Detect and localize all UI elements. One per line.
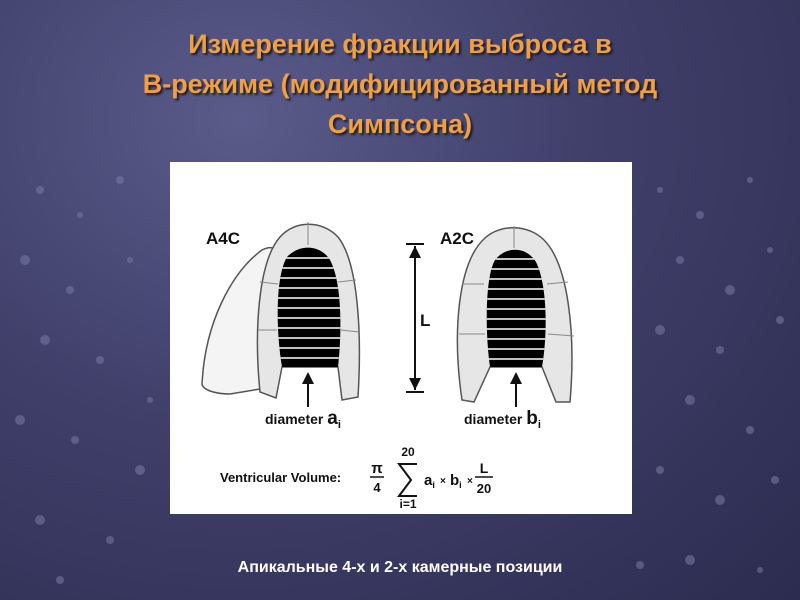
formula-upper-limit: 20 [401,445,415,459]
formula-twenty: 20 [477,481,491,496]
formula-four: 4 [373,480,381,495]
formula-lower-limit: i=1 [399,497,416,511]
a2c-arrowhead [510,372,522,384]
slide-title-line-3: Симпсона) [327,109,473,139]
formula-pi: π [371,460,383,477]
a4c-ventricle: A4C diameter ai [201,222,361,431]
slide-title-line-1: Измерение фракции выброса в [188,29,612,59]
slide-title: Измерение фракции выброса в В-режиме (мо… [0,24,800,144]
formula-label: Ventricular Volume: [220,470,341,485]
a4c-diameter-label: diameter ai [265,408,341,431]
sigma-icon [397,463,417,497]
a2c-ventricle: A2C diameter bi [440,226,575,431]
formula-times-2: × [467,476,473,487]
slide-caption: Апикальные 4-х и 2-х камерные позиции [237,559,563,576]
a2c-diameter-label: diameter bi [464,408,541,431]
simpson-method-diagram: A4C diameter ai L [170,162,632,514]
a4c-disc-slices [277,257,341,359]
volume-formula: Ventricular Volume: π 4 20 i=1 ai × bi ×… [220,445,493,511]
formula-l: L [480,460,489,476]
formula-a-term: ai [424,472,435,490]
a4c-label: A4C [206,229,240,248]
formula-b-term: bi [450,472,462,490]
length-marker: L [406,243,430,393]
a2c-label: A2C [440,229,474,248]
a4c-wall-segments [258,222,360,333]
slide-title-line-2: В-режиме (модифицированный метод [142,69,658,99]
formula-times-1: × [440,476,446,487]
length-label: L [420,311,430,330]
diagram-svg: A4C diameter ai L [201,222,575,511]
a2c-wall-segments [459,226,575,337]
a4c-arrowhead [302,372,314,384]
